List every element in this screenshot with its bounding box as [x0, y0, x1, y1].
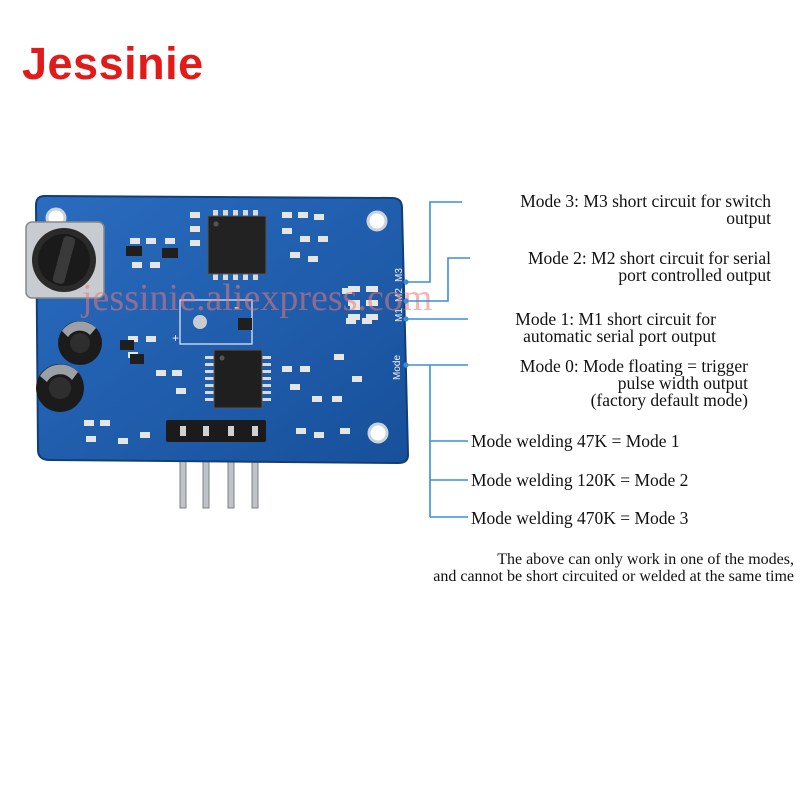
- silk-m1: M1: [394, 308, 405, 322]
- watermark: jessinie.aliexpress.com: [82, 277, 433, 319]
- silk-plus: +: [172, 331, 179, 345]
- mounting-hole: [367, 422, 389, 444]
- header-connector: [166, 420, 266, 442]
- usage-note-line1: The above can only work in one of the mo…: [497, 551, 794, 568]
- transistors: [120, 246, 252, 364]
- capacitor-top: [58, 321, 102, 365]
- mode1-label: Mode 1: M1 short circuit for automatic s…: [515, 309, 716, 346]
- mode2-label: Mode 2: M2 short circuit for serial port…: [527, 248, 771, 285]
- usage-note: The above can only work in one of the mo…: [433, 551, 794, 585]
- trimmer-component: [25, 221, 105, 299]
- smd-components: [84, 212, 372, 444]
- welding-120k: Mode welding 120K = Mode 2: [471, 470, 689, 490]
- mode-pads: [348, 286, 378, 320]
- brand-logo: Jessinie: [22, 38, 204, 89]
- welding-47k: Mode welding 47K = Mode 1: [471, 431, 680, 451]
- mode1-line2: automatic serial port output: [523, 326, 716, 346]
- silk-m2: M2: [394, 288, 405, 302]
- mode1-line1: Mode 1: M1 short circuit for: [515, 309, 716, 329]
- ic-top: [207, 210, 267, 280]
- welding-470k: Mode welding 470K = Mode 3: [471, 508, 689, 528]
- mode2-line1: Mode 2: M2 short circuit for serial: [527, 248, 771, 268]
- mode0-line1: Mode 0: Mode floating = trigger: [519, 356, 748, 376]
- header-pins: [179, 439, 259, 509]
- mode2-line2: port controlled output: [618, 265, 771, 285]
- mode0-label: Mode 0: Mode floating = trigger pulse wi…: [519, 356, 748, 410]
- silk-m3: M3: [394, 268, 405, 282]
- usage-note-line2: and cannot be short circuited or welded …: [433, 568, 794, 585]
- mounting-hole: [366, 210, 388, 232]
- mode3-line1: Mode 3: M3 short circuit for switch: [520, 191, 771, 211]
- mode0-line2: pulse width output: [617, 373, 748, 393]
- mode3-label: Mode 3: M3 short circuit for switch outp…: [520, 191, 771, 228]
- mode3-line2: output: [726, 208, 771, 228]
- silk-minus: -: [234, 299, 239, 316]
- silk-mode: Mode: [392, 355, 403, 380]
- ic-bottom: [205, 349, 271, 409]
- mode0-line3: (factory default mode): [590, 390, 748, 410]
- capacitor-bottom: [36, 364, 84, 412]
